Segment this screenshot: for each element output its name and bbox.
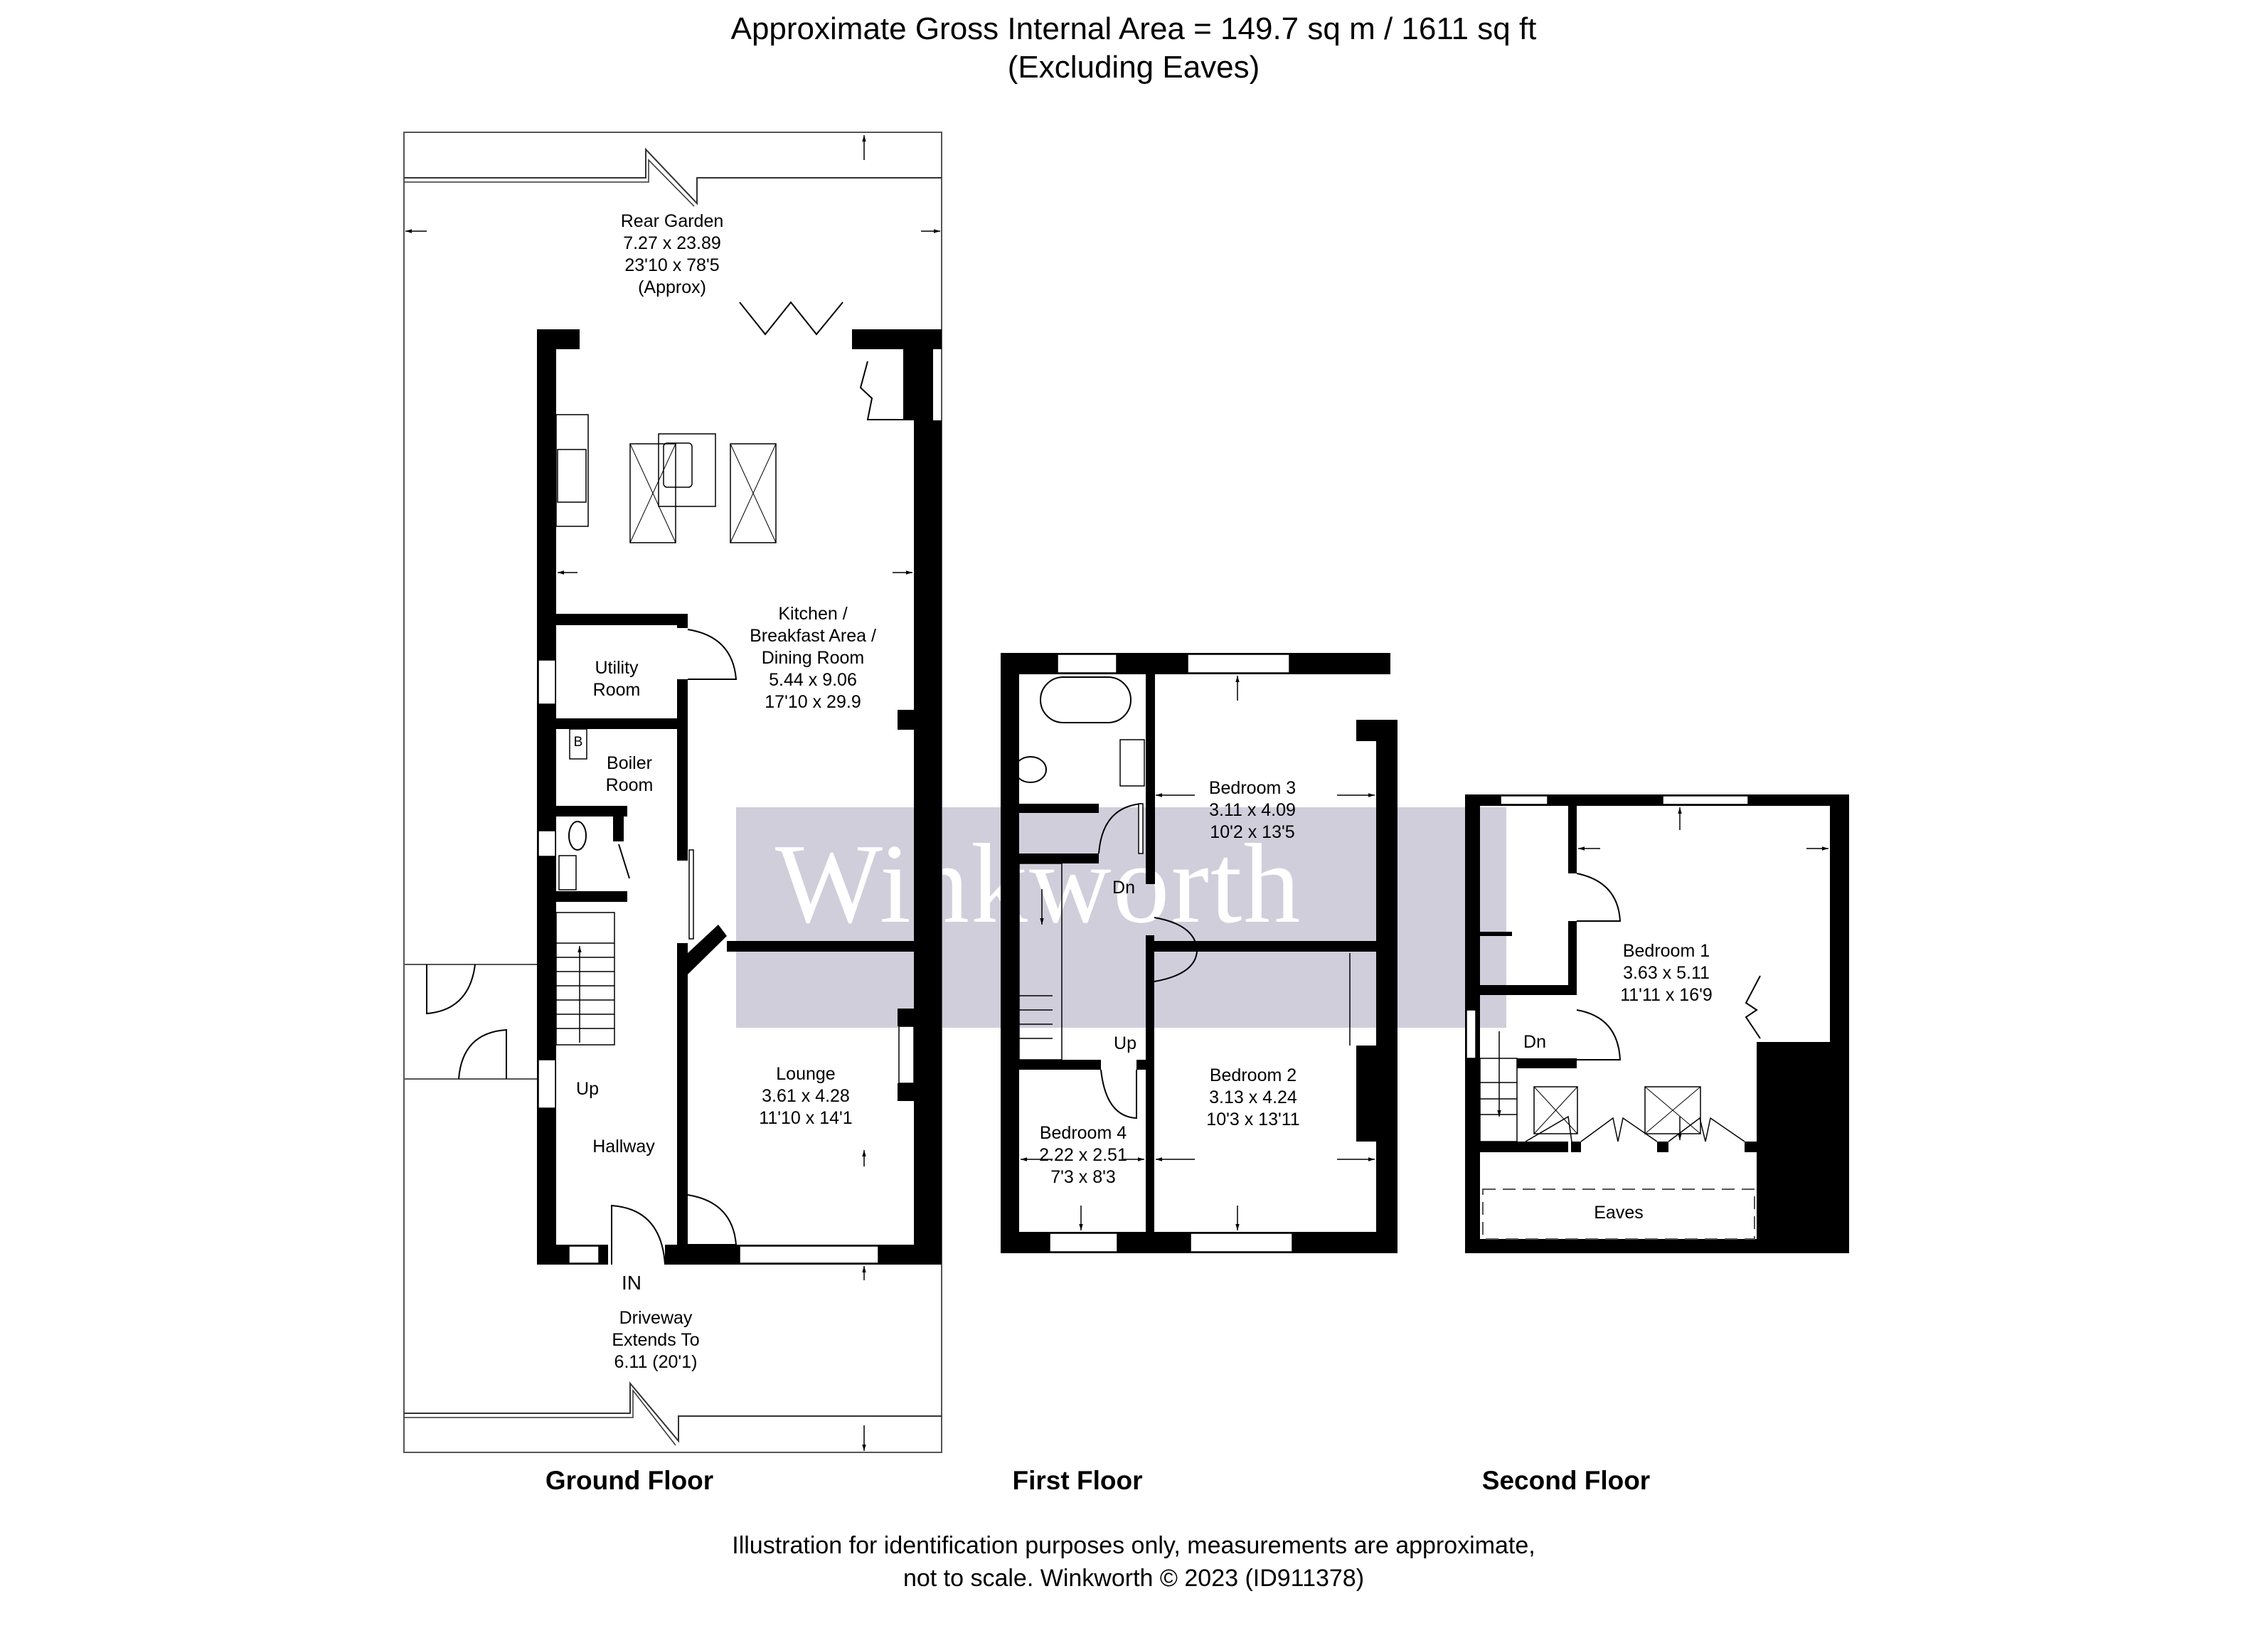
- room-size-imperial: 17'10 x 29.9: [765, 692, 861, 712]
- gross-area-text: Approximate Gross Internal Area = 149.7 …: [730, 11, 1537, 46]
- watermark-text: Winkworth: [775, 820, 1302, 947]
- room-name: Bedroom 4: [1039, 1123, 1127, 1143]
- room-name: Rear Garden: [620, 211, 724, 231]
- floor-title-second: Second Floor: [1481, 1466, 1651, 1495]
- room-size: 6.11 (20'1): [614, 1352, 698, 1372]
- floor-title-ground: Ground Floor: [545, 1466, 714, 1495]
- room-size-imperial: 11'10 x 14'1: [759, 1108, 853, 1128]
- floor-title-first: First Floor: [1012, 1466, 1143, 1495]
- room-label-kitchen: Kitchen / Breakfast Area / Dining Room 5…: [750, 603, 876, 713]
- room-label-boiler: Boiler Room: [606, 752, 654, 797]
- room-label-utility: Utility Room: [593, 657, 641, 701]
- room-name: Lounge: [776, 1064, 836, 1084]
- room-label-hallway: Hallway: [592, 1137, 655, 1156]
- room-note: (Approx): [638, 277, 706, 297]
- room-label-bedroom4: Bedroom 4 2.22 x 2.51 7'3 x 8'3: [1039, 1122, 1127, 1188]
- room-name: Dining Room: [761, 648, 865, 668]
- entrance-label: IN: [622, 1272, 641, 1294]
- room-name: Breakfast Area /: [750, 626, 876, 646]
- first-floor-plan: [1001, 653, 1397, 1253]
- room-name: Bedroom 2: [1209, 1065, 1297, 1085]
- area-header: Approximate Gross Internal Area = 149.7 …: [731, 10, 1537, 87]
- room-name: Room: [605, 775, 654, 795]
- room-size-imperial: 10'3 x 13'11: [1206, 1110, 1300, 1129]
- room-name: Room: [592, 680, 641, 700]
- disclaimer-line-1: Illustration for identification purposes…: [732, 1532, 1535, 1559]
- room-label-eaves: Eaves: [1594, 1203, 1644, 1223]
- stairs-down-label: Dn: [1523, 1032, 1546, 1052]
- room-name: Kitchen /: [778, 604, 848, 624]
- room-name: Bedroom 3: [1208, 778, 1297, 798]
- room-size-imperial: 23'10 x 78'5: [624, 255, 720, 275]
- ground-floor-plan: [403, 132, 942, 1453]
- room-name: Bedroom 1: [1622, 941, 1710, 961]
- room-name: Extends To: [612, 1330, 700, 1350]
- room-name: Boiler: [607, 753, 652, 773]
- room-size-metric: 3.11 x 4.09: [1209, 800, 1296, 820]
- room-size-metric: 3.13 x 4.24: [1209, 1087, 1297, 1107]
- room-label-bedroom3: Bedroom 3 3.11 x 4.09 10'2 x 13'5: [1209, 777, 1296, 844]
- excluding-eaves-text: (Excluding Eaves): [1007, 50, 1260, 85]
- second-floor-plan: [1465, 794, 1849, 1253]
- room-label-bedroom2: Bedroom 2 3.13 x 4.24 10'3 x 13'11: [1206, 1065, 1299, 1131]
- stairs-up-label: Up: [576, 1079, 599, 1099]
- stairs-up-label: Up: [1114, 1033, 1136, 1053]
- room-size-imperial: 11'11 x 16'9: [1620, 985, 1713, 1005]
- room-name: Utility: [595, 658, 639, 678]
- disclaimer-line-2: not to scale. Winkworth © 2023 (ID911378…: [903, 1565, 1365, 1592]
- disclaimer: Illustration for identification purposes…: [732, 1529, 1535, 1595]
- room-size-metric: 7.27 x 23.89: [623, 233, 721, 253]
- stairs-down-label: Dn: [1112, 878, 1135, 898]
- room-size-metric: 2.22 x 2.51: [1039, 1145, 1127, 1165]
- room-label-lounge: Lounge 3.61 x 4.28 11'10 x 14'1: [759, 1063, 852, 1129]
- room-size-metric: 5.44 x 9.06: [769, 670, 857, 690]
- room-size-imperial: 10'2 x 13'5: [1210, 822, 1295, 842]
- room-name: Driveway: [619, 1308, 693, 1328]
- boiler-symbol: B: [573, 735, 583, 750]
- room-label-rear-garden: Rear Garden 7.27 x 23.89 23'10 x 78'5 (A…: [621, 211, 724, 299]
- room-label-bedroom1: Bedroom 1 3.63 x 5.11 11'11 x 16'9: [1620, 940, 1713, 1006]
- room-label-driveway: Driveway Extends To 6.11 (20'1): [612, 1307, 699, 1373]
- room-size-metric: 3.61 x 4.28: [762, 1086, 850, 1106]
- room-size-imperial: 7'3 x 8'3: [1050, 1167, 1116, 1187]
- room-size-metric: 3.63 x 5.11: [1623, 963, 1710, 983]
